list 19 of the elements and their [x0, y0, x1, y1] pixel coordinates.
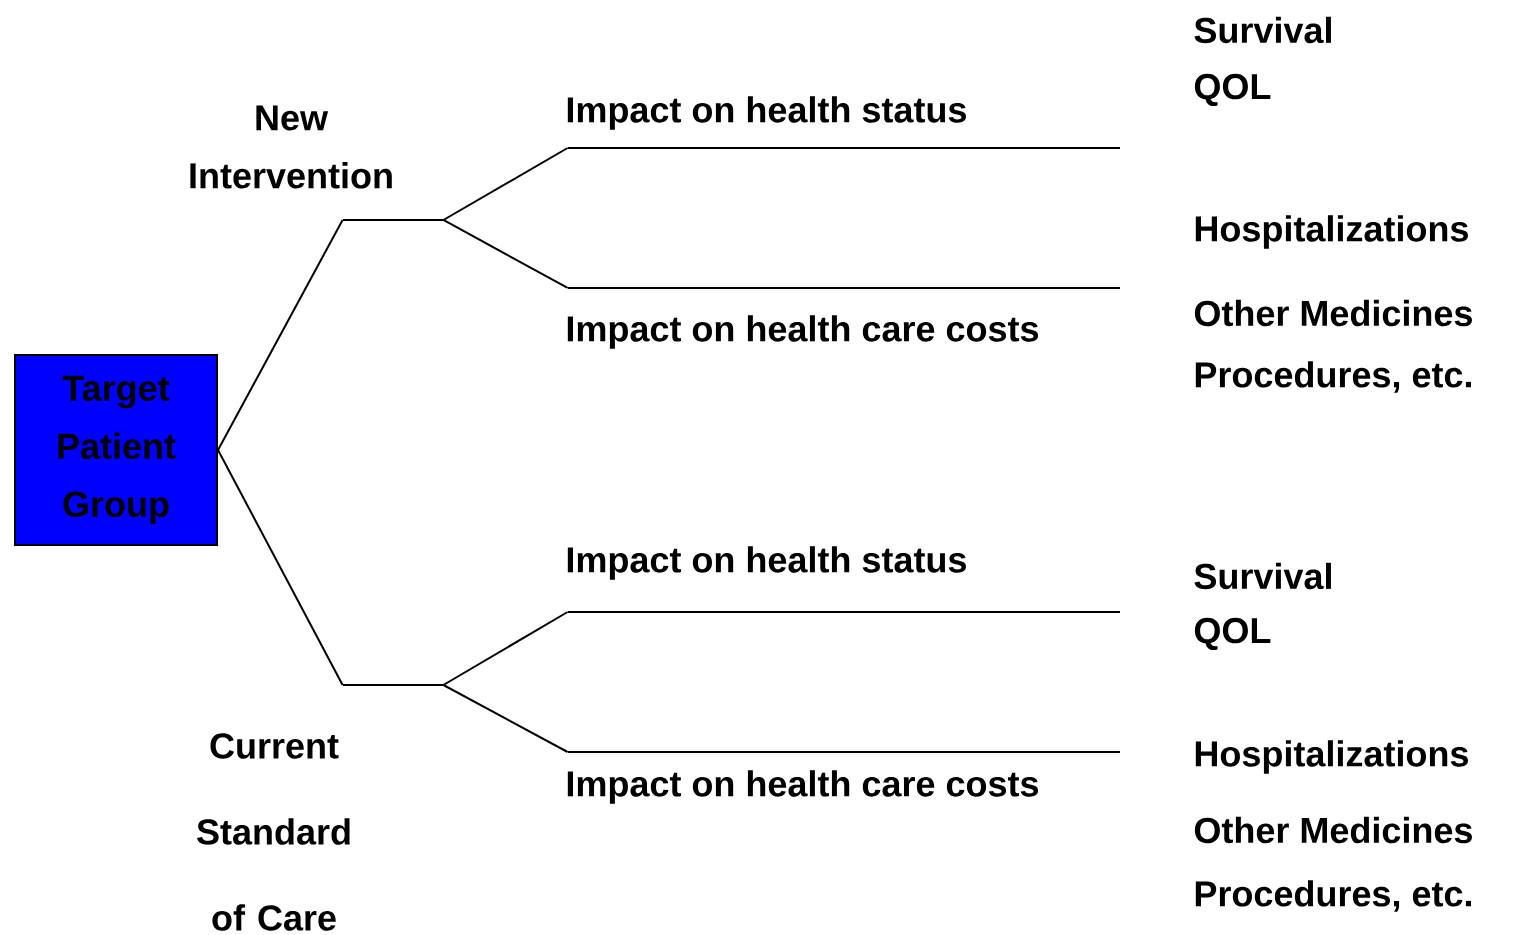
outcome-label: Hospitalizations	[1195, 215, 1468, 249]
target-box: Target Patient Group	[14, 354, 218, 546]
branch-line	[442, 684, 569, 753]
branch-line	[442, 611, 569, 686]
outcome-label: Hospitalizations	[1195, 740, 1468, 774]
branch-label: Impact on health care costs	[567, 315, 1039, 349]
branch-line	[217, 219, 344, 451]
branch-line	[442, 219, 569, 289]
branch-line	[217, 449, 344, 686]
branch-label: Impact on health status	[567, 96, 966, 130]
branch-label: Current Standard of Care	[197, 733, 350, 931]
branch-label: New Intervention	[190, 105, 392, 189]
outcome-label: Procedures, etc.	[1195, 361, 1471, 393]
branch-label: Impact on health care costs	[567, 770, 1039, 804]
branch-line	[442, 147, 569, 221]
outcome-label: Procedures, etc.	[1195, 880, 1471, 912]
branch-label: Impact on health status	[567, 546, 966, 580]
outcome-label: QOL	[1194, 73, 1271, 107]
outcome-label: QOL	[1194, 617, 1271, 651]
